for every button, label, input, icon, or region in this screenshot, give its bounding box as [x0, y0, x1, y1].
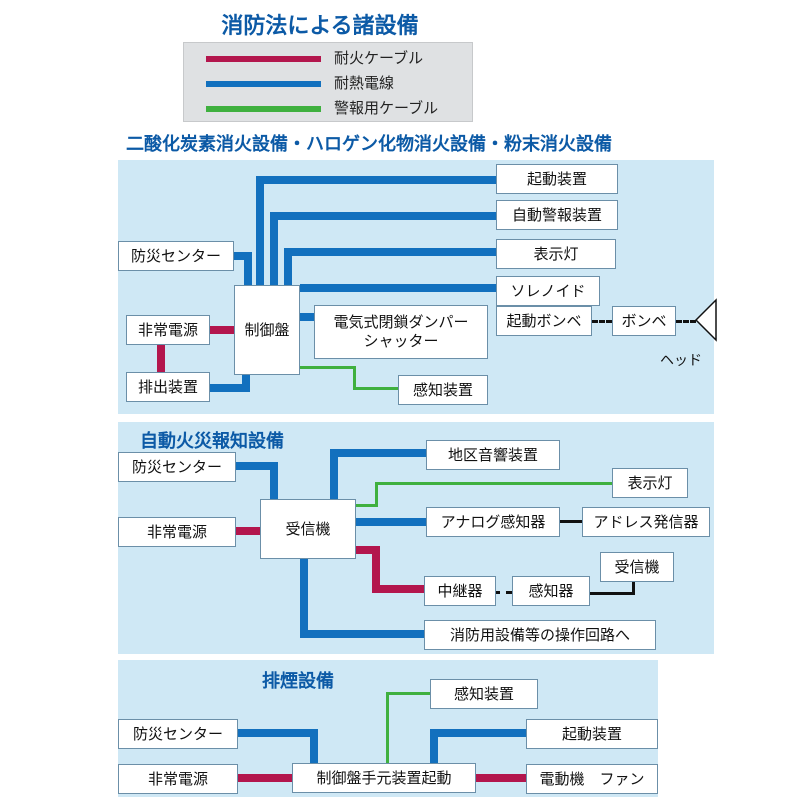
wire-fire	[372, 585, 424, 593]
wire-heat	[300, 630, 426, 638]
wire-fire	[476, 774, 526, 782]
wire-fire	[238, 774, 292, 782]
legend-label: 警報用ケーブル	[334, 99, 439, 117]
box-indicator-lamp: 表示灯	[496, 239, 616, 269]
wire-dashed	[676, 320, 696, 323]
wire-heat	[300, 284, 496, 292]
wire-heat	[270, 212, 278, 286]
wire-alarm	[353, 387, 398, 390]
box-emergency-power: 非常電源	[118, 764, 238, 794]
wire-heat	[330, 449, 426, 457]
legend-label: 耐熱電線	[334, 74, 395, 92]
wire-heat	[236, 462, 276, 470]
wire-fire	[236, 527, 260, 535]
box-auto-alarm: 自動警報装置	[496, 200, 618, 230]
head-label: ヘッド	[660, 353, 702, 369]
wire-alarm	[375, 482, 378, 507]
box-control-panel: 制御盤	[234, 285, 300, 375]
box-emergency-power: 非常電源	[126, 315, 210, 345]
box-local-control: 制御盤手元装置起動	[292, 763, 476, 793]
wire-heat	[238, 729, 318, 737]
wire-heat	[210, 384, 250, 392]
box-activation-device: 起動装置	[526, 719, 658, 749]
wire-heat	[430, 729, 526, 737]
wire-heat	[310, 729, 318, 763]
wire-black	[632, 581, 635, 595]
wire-heat	[284, 248, 292, 286]
box-disaster-center: 防災センター	[118, 241, 234, 271]
shutter-label: シャッター	[363, 332, 439, 350]
wire-alarm	[386, 692, 389, 763]
box-exhaust-device: 排出装置	[126, 372, 210, 402]
legend-swatch-red	[206, 56, 321, 62]
box-emergency-power: 非常電源	[118, 517, 236, 547]
box-receiver-2: 受信機	[600, 552, 674, 582]
wire-heat	[300, 313, 314, 321]
legend-item-heat-wire: 耐熱電線	[184, 71, 472, 95]
damper-label: 電気式閉鎖ダンパー	[333, 313, 469, 332]
wire-alarm	[386, 692, 430, 695]
page-title: 消防法による諸設備	[221, 14, 419, 39]
wire-heat	[270, 462, 278, 499]
box-receiver: 受信機	[260, 499, 356, 559]
wire-heat	[430, 729, 438, 763]
wire-fire	[356, 546, 380, 554]
box-address-transmitter: アドレス発信器	[582, 507, 710, 537]
wire-heat	[270, 212, 496, 220]
wire-heat	[242, 372, 250, 392]
box-operation-circuit: 消防用設備等の操作回路へ	[424, 620, 656, 650]
box-analog-detector: アナログ感知器	[426, 507, 560, 537]
wire-heat	[244, 252, 252, 285]
legend-swatch-blue	[206, 81, 321, 87]
wire-heat	[356, 518, 426, 526]
box-detector: 感知装置	[430, 679, 538, 709]
box-detector: 感知装置	[398, 375, 488, 405]
wire-black	[590, 592, 634, 595]
box-activation-device: 起動装置	[496, 164, 618, 194]
wire-heat	[256, 176, 264, 286]
wire-heat	[300, 559, 308, 637]
box-detector: 感知器	[512, 576, 590, 606]
wire-fire	[210, 326, 234, 334]
box-solenoid: ソレノイド	[496, 276, 600, 306]
legend-label: 耐火ケーブル	[334, 49, 424, 67]
wire-heat	[234, 252, 250, 260]
wire-alarm	[375, 482, 612, 485]
wire-black	[560, 520, 582, 523]
section-title: 自動火災報知設備	[140, 431, 284, 452]
legend-swatch-green	[206, 106, 321, 112]
box-disaster-center: 防災センター	[118, 719, 238, 749]
section-title: 排煙設備	[262, 671, 334, 692]
box-cylinder: ボンベ	[612, 306, 676, 336]
box-area-acoustic: 地区音響装置	[426, 440, 560, 470]
box-damper-shutter: 電気式閉鎖ダンパー シャッター	[314, 305, 488, 359]
wire-heat	[284, 248, 496, 256]
legend-item-alarm-cable: 警報用ケーブル	[184, 96, 472, 120]
wire-fire	[372, 546, 380, 592]
box-repeater: 中継器	[424, 576, 496, 606]
wire-fire	[157, 344, 165, 374]
legend: 耐火ケーブル 耐熱電線 警報用ケーブル	[183, 42, 473, 122]
nozzle-head-icon	[694, 298, 717, 342]
box-start-cylinder: 起動ボンベ	[496, 306, 592, 336]
wire-dashed	[494, 591, 512, 594]
wire-alarm	[356, 504, 378, 507]
box-disaster-center: 防災センター	[118, 452, 236, 482]
box-motor-fan: 電動機 ファン	[526, 764, 658, 794]
wire-heat	[330, 449, 338, 499]
wire-alarm	[353, 366, 356, 390]
wire-alarm	[300, 366, 355, 369]
legend-item-fire-cable: 耐火ケーブル	[184, 46, 472, 70]
wire-dashed	[592, 320, 612, 323]
box-indicator-lamp: 表示灯	[612, 468, 688, 498]
wire-heat	[256, 176, 496, 184]
section-title: 二酸化炭素消火設備・ハロゲン化物消火設備・粉末消火設備	[126, 134, 612, 155]
